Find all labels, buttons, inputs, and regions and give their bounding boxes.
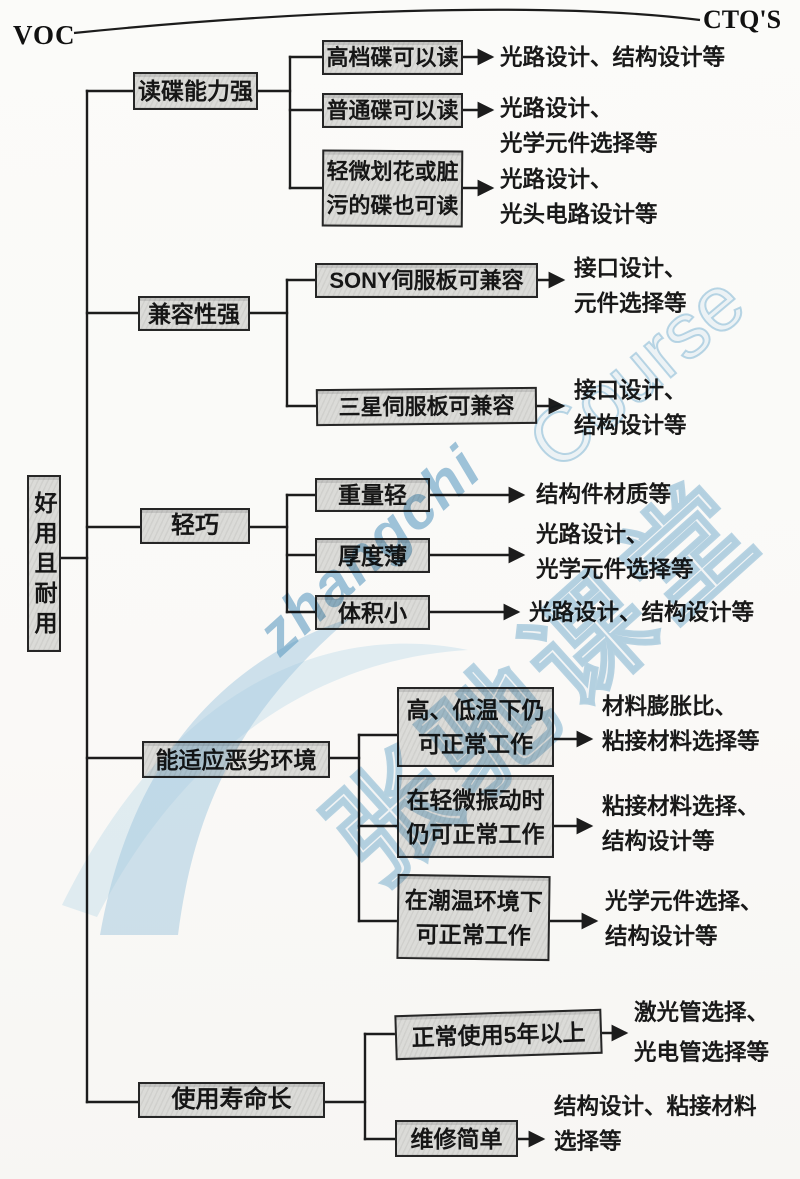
child-box-light-weight: 重量轻 xyxy=(315,478,430,512)
child-box-vibration: 在轻微振动时 仍可正常工作 xyxy=(397,775,554,858)
ctq-output: 光路设计、 光学元件选择等 xyxy=(500,91,658,161)
child-box-thin: 厚度薄 xyxy=(315,538,430,573)
ctq-output-line: 光路设计、 xyxy=(536,522,649,547)
ctq-output: 光路设计、结构设计等 xyxy=(529,595,754,630)
ctq-output-line: 粘接材料选择、 xyxy=(602,794,760,819)
ctqs-label: CTQ'S xyxy=(703,5,782,34)
ctq-output-line: 光学元件选择、 xyxy=(605,889,763,914)
ctq-output-line: 结构件材质等 xyxy=(536,482,672,507)
ctq-output-line: 接口设计、 xyxy=(574,256,687,281)
ctq-output-line: 光电管选择等 xyxy=(634,1040,770,1065)
child-box-line: 污的碟也可读 xyxy=(326,192,459,218)
child-box-line: 可正常工作 xyxy=(418,731,533,757)
group-box-harsh-environment: 能适应恶劣环境 xyxy=(142,741,330,778)
ctq-output-line: 元件选择等 xyxy=(574,291,687,316)
ctq-output-line: 激光管选择、 xyxy=(634,1000,770,1025)
group-box-compatibility: 兼容性强 xyxy=(138,296,250,331)
group-box-lightweight: 轻巧 xyxy=(140,508,250,544)
child-box-small-volume: 体积小 xyxy=(315,595,430,630)
voc-ctq-curve xyxy=(73,8,701,35)
child-box-five-years: 正常使用5年以上 xyxy=(394,1008,603,1061)
child-box-highend-disc: 高档碟可以读 xyxy=(322,40,463,75)
child-box-temperature: 高、低温下仍 可正常工作 xyxy=(397,687,554,767)
ctq-output-line: 粘接材料选择等 xyxy=(602,729,760,754)
voc-label: VOC xyxy=(13,20,76,50)
child-box-line: 可正常工作 xyxy=(415,920,531,949)
ctq-output: 粘接材料选择、 结构设计等 xyxy=(602,789,760,859)
ctq-output: 光路设计、 光学元件选择等 xyxy=(536,517,694,587)
child-box-humidity: 在潮温环境下 可正常工作 xyxy=(396,873,551,962)
child-box-scratched-disc: 轻微划花或脏 污的碟也可读 xyxy=(321,149,464,228)
ctq-output: 光路设计、结构设计等 xyxy=(500,40,725,75)
child-box-line: 在潮温环境下 xyxy=(404,886,543,915)
ctq-output: 激光管选择、 光电管选择等 xyxy=(634,993,769,1073)
ctq-output-line: 光学元件选择等 xyxy=(536,557,694,582)
ctq-output-line: 光路设计、 xyxy=(500,96,613,121)
group-box-read-ability: 读碟能力强 xyxy=(133,72,258,110)
ctq-output-line: 结构设计、粘接材料 xyxy=(554,1094,757,1119)
ctq-output-line: 结构设计等 xyxy=(605,924,718,949)
ctq-output: 接口设计、 元件选择等 xyxy=(574,251,687,321)
child-box-line: 轻微划花或脏 xyxy=(326,158,459,184)
child-box-normal-disc: 普通碟可以读 xyxy=(322,93,463,128)
child-box-line: 在轻微振动时 xyxy=(406,786,545,813)
child-box-sony-servo: SONY伺服板可兼容 xyxy=(315,263,538,298)
child-box-samsung-servo: 三星伺服板可兼容 xyxy=(315,386,538,427)
child-box-line: 仍可正常工作 xyxy=(406,820,545,847)
ctq-output-line: 结构设计等 xyxy=(574,413,687,438)
ctq-output: 材料膨胀比、 粘接材料选择等 xyxy=(602,689,760,759)
ctq-output-line: 材料膨胀比、 xyxy=(602,694,738,719)
ctq-output-line: 光学元件选择等 xyxy=(500,131,658,156)
ctq-output-line: 结构设计等 xyxy=(602,829,715,854)
ctq-output: 结构件材质等 xyxy=(536,477,671,512)
ctq-output-line: 接口设计、 xyxy=(574,378,687,403)
ctq-output-line: 光路设计、结构设计等 xyxy=(529,600,755,625)
ctq-output-line: 选择等 xyxy=(554,1129,622,1154)
ctq-output-line: 光路设计、 xyxy=(500,167,613,192)
ctq-arrows xyxy=(428,48,629,1148)
child-box-easy-repair: 维修简单 xyxy=(395,1120,518,1157)
ctq-output: 结构设计、粘接材料 选择等 xyxy=(554,1089,757,1159)
group-box-long-life: 使用寿命长 xyxy=(138,1082,325,1118)
child-box-line: 高、低温下仍 xyxy=(406,697,545,723)
ctq-output: 接口设计、 结构设计等 xyxy=(574,373,687,443)
root-node: 好用且耐用 xyxy=(27,475,61,652)
ctq-output: 光学元件选择、 结构设计等 xyxy=(605,884,763,954)
ctq-output: 光路设计、 光头电路设计等 xyxy=(500,162,658,232)
ctq-output-line: 光路设计、结构设计等 xyxy=(500,45,726,70)
ctq-output-line: 光头电路设计等 xyxy=(500,202,658,227)
